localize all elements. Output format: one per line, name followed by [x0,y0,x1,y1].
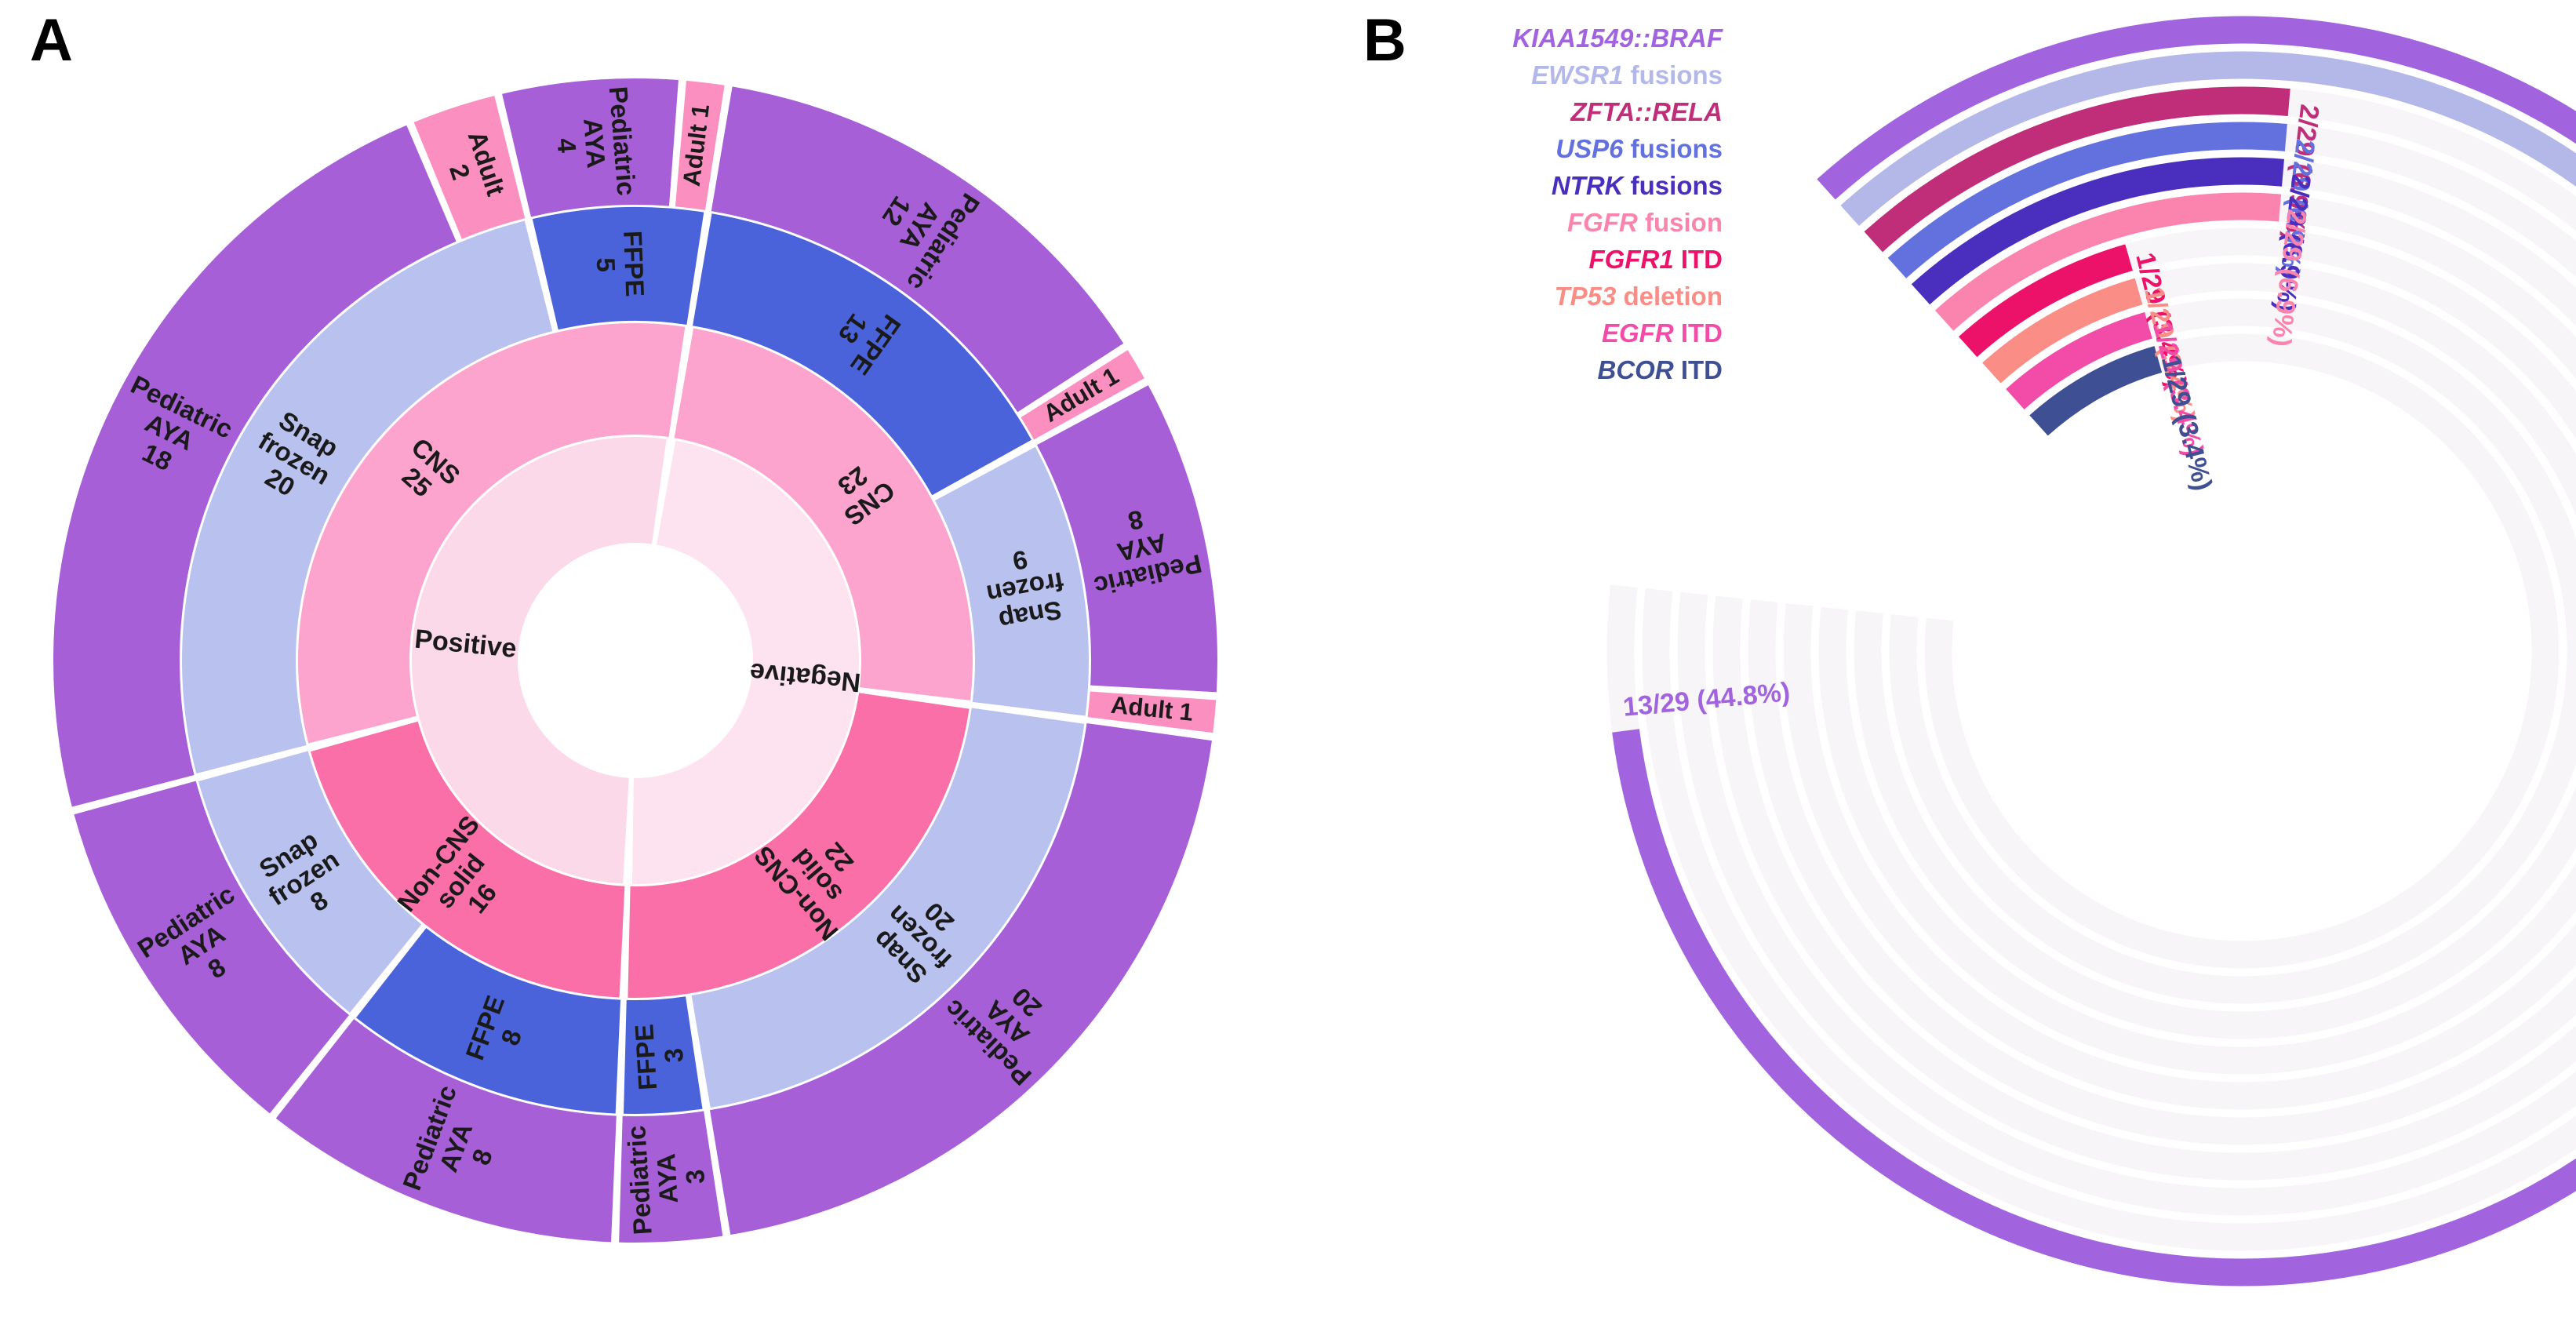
sunburst-segment[interactable] [1021,350,1144,440]
radial-track-group [1606,16,2576,1286]
radial-bar-track [1889,298,2576,1004]
radial-bar-svg: 13/29 (44.8%)4/29 (13.8%)2/29 (6.9%)2/29… [1512,16,2576,1286]
sunburst-segment[interactable] [356,928,621,1114]
radial-bar[interactable] [1959,244,2133,358]
legend-item-label[interactable]: EWSR1 fusions [1531,60,1723,89]
radial-bar[interactable] [1887,122,2287,278]
sunburst-segment[interactable] [298,323,686,744]
sunburst-segment[interactable] [691,708,1085,1108]
radial-bar-track [1854,263,2576,1039]
sunburst-segment[interactable] [675,80,725,210]
sunburst-segment-label: PediatricAYA3 [621,1121,713,1235]
radial-bar[interactable] [1840,51,2576,297]
radial-bar[interactable] [2029,346,2163,436]
sunburst-segment[interactable] [674,328,973,701]
legend-item-label[interactable]: NTRK fusions [1552,171,1723,200]
legend-item-label[interactable]: EGFR ITD [1602,318,1723,348]
radial-bar-track [1924,333,2560,969]
sunburst-segment[interactable] [1087,691,1217,733]
sunburst-segment[interactable] [628,693,970,998]
sunburst-segment[interactable] [619,1111,723,1243]
radial-bar[interactable] [2006,311,2152,409]
panel-a-letter: A [30,7,73,74]
sunburst-segment[interactable] [631,440,859,884]
radial-bar-track [1783,192,2576,1110]
legend-item-label[interactable]: BCOR ITD [1598,355,1723,384]
radial-bar[interactable] [1934,192,2282,331]
sunburst-segment[interactable] [412,437,667,884]
sunburst-segment[interactable] [532,206,704,330]
radial-bar[interactable] [1911,157,2284,305]
legend-item-label[interactable]: FGFR fusion [1567,208,1723,237]
sunburst-segment[interactable] [182,220,553,774]
sunburst-segment-label: FFPE5 [590,230,649,298]
sunburst-segment[interactable] [711,86,1124,413]
sunburst-segment[interactable] [502,78,679,217]
legend-item-label[interactable]: ZFTA::RELA [1570,97,1723,126]
radial-bar[interactable] [1864,86,2290,253]
sunburst-segment[interactable] [413,96,526,239]
sunburst-segment[interactable] [53,125,457,807]
radial-bar-value-label: 1/29 (3.4%) [2156,352,2218,493]
radial-bar-group [1612,16,2576,1286]
legend-item-label[interactable]: USP6 fusions [1555,134,1723,163]
radial-bar[interactable] [1982,278,2143,384]
sunburst-segment[interactable] [623,996,703,1115]
sunburst-segment[interactable] [934,446,1089,716]
sunburst-segment[interactable] [709,722,1212,1235]
legend-item-label[interactable]: FGFR1 ITD [1589,245,1723,274]
sunburst-segment[interactable] [198,751,422,1013]
panel-b-letter: B [1363,7,1406,74]
legend-item-label[interactable]: KIAA1549::BRAF [1512,24,1723,53]
legend-item-label[interactable]: TP53 deletion [1554,282,1723,311]
sunburst-segment[interactable] [310,721,625,998]
panel-b-radial-bar-chart: 13/29 (44.8%)4/29 (13.8%)2/29 (6.9%)2/29… [1286,0,2576,1321]
radial-bar-track [1748,157,2576,1145]
sunburst-segment[interactable] [693,213,1031,496]
sunburst-segment[interactable] [1036,385,1218,693]
sunburst-segment-label: FFPE3 [629,1021,690,1091]
sunburst-segment[interactable] [275,1018,617,1243]
sunburst-segment[interactable] [74,781,350,1114]
